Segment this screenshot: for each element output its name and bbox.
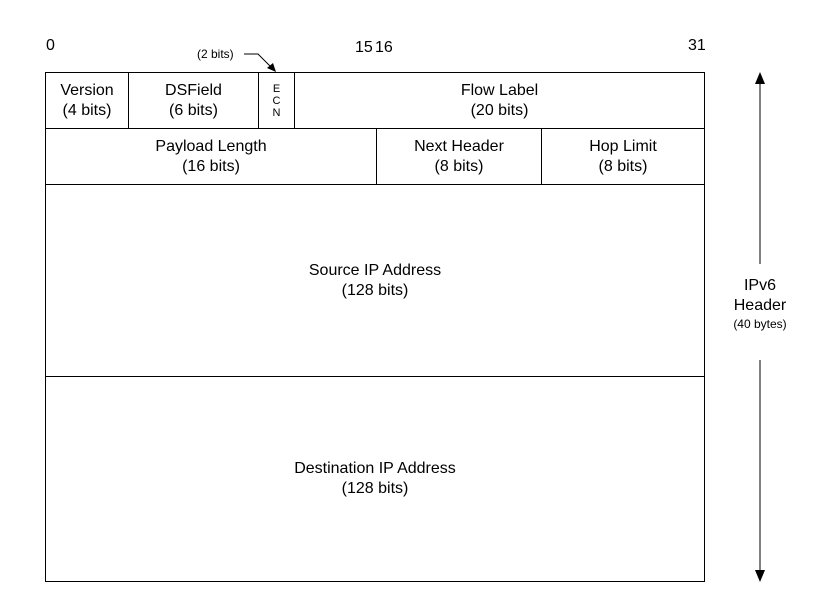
field-source-ip-name: Source IP Address — [308, 261, 442, 279]
field-version: Version (4 bits) — [46, 73, 128, 128]
ipv6-header-side-label: IPv6 Header (40 bytes) — [720, 276, 800, 332]
field-hop-limit-name: Hop Limit — [589, 137, 657, 155]
field-destination-ip-name: Destination IP Address — [294, 460, 456, 477]
field-next-header-size: (8 bits) — [434, 157, 484, 175]
field-destination-ip-size: (128 bits) — [341, 480, 409, 497]
field-dsfield-size: (6 bits) — [169, 101, 218, 119]
field-payload-length-size: (16 bits) — [182, 157, 240, 175]
field-payload-length: Payload Length (16 bits) — [46, 128, 376, 184]
side-label-header: Header — [733, 297, 787, 314]
field-hop-limit: Hop Limit (8 bits) — [541, 128, 704, 184]
field-payload-length-name: Payload Length — [155, 137, 267, 155]
field-source-ip-size: (128 bits) — [341, 281, 409, 299]
header-length-arrow-icon — [755, 72, 765, 582]
bit-label-31: 31 — [688, 37, 706, 54]
field-next-header-name: Next Header — [414, 137, 504, 155]
field-ecn-n: N — [272, 106, 281, 119]
side-label-ipv6: IPv6 — [743, 277, 776, 294]
field-hop-limit-size: (8 bits) — [598, 157, 648, 175]
field-source-ip: Source IP Address (128 bits) — [46, 184, 704, 376]
ecn-callout-label: (2 bits) — [197, 47, 234, 61]
callout-arrow-icon — [244, 53, 276, 72]
field-dsfield-name: DSField — [165, 81, 222, 99]
field-version-size: (4 bits) — [62, 101, 112, 119]
field-flow-label-name: Flow Label — [460, 81, 539, 99]
side-label-bytes: (40 bytes) — [733, 317, 787, 331]
bit-label-0: 0 — [46, 37, 55, 54]
field-ecn-e: E — [272, 82, 281, 95]
field-ecn-c: C — [272, 94, 281, 107]
bit-label-16: 16 — [375, 39, 393, 56]
field-flow-label-size: (20 bits) — [470, 101, 529, 119]
bit-label-15: 15 — [355, 39, 373, 56]
field-destination-ip: Destination IP Address (128 bits) — [46, 376, 704, 581]
field-next-header: Next Header (8 bits) — [376, 128, 541, 184]
field-ecn: E C N — [258, 73, 294, 128]
field-dsfield: DSField (6 bits) — [128, 73, 258, 128]
field-flow-label: Flow Label (20 bits) — [294, 73, 704, 128]
field-version-name: Version — [60, 81, 114, 99]
ipv6-header-table: Version (4 bits) DSField (6 bits) E C N … — [45, 72, 705, 582]
